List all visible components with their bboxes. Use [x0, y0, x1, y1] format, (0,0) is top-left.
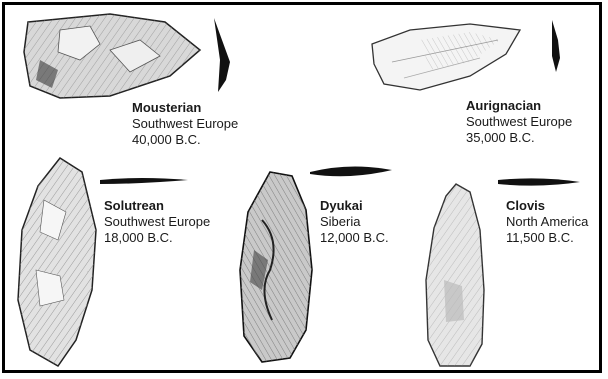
solutrean-region: Southwest Europe — [104, 214, 210, 230]
clovis-caption: Clovis North America 11,500 B.C. — [506, 198, 588, 246]
solutrean-caption: Solutrean Southwest Europe 18,000 B.C. — [104, 198, 210, 246]
aurignacian-region: Southwest Europe — [466, 114, 572, 130]
mousterian-name: Mousterian — [132, 100, 238, 116]
dyukai-date: 12,000 B.C. — [320, 230, 389, 246]
aurignacian-tool-drawing — [372, 24, 520, 90]
aurignacian-caption: Aurignacian Southwest Europe 35,000 B.C. — [466, 98, 572, 146]
aurignacian-name: Aurignacian — [466, 98, 572, 114]
dyukai-region: Siberia — [320, 214, 389, 230]
mousterian-tool-drawing — [24, 14, 200, 98]
clovis-name: Clovis — [506, 198, 588, 214]
solutrean-profile-icon — [100, 178, 188, 184]
clovis-tool-drawing — [426, 184, 484, 366]
clovis-date: 11,500 B.C. — [506, 230, 588, 246]
clovis-region: North America — [506, 214, 588, 230]
aurignacian-profile-icon — [552, 20, 560, 72]
aurignacian-date: 35,000 B.C. — [466, 130, 572, 146]
mousterian-caption: Mousterian Southwest Europe 40,000 B.C. — [132, 100, 238, 148]
solutrean-name: Solutrean — [104, 198, 210, 214]
solutrean-date: 18,000 B.C. — [104, 230, 210, 246]
solutrean-tool-drawing — [18, 158, 96, 366]
dyukai-profile-icon — [310, 166, 392, 176]
dyukai-name: Dyukai — [320, 198, 389, 214]
dyukai-tool-drawing — [240, 172, 312, 362]
mousterian-region: Southwest Europe — [132, 116, 238, 132]
mousterian-date: 40,000 B.C. — [132, 132, 238, 148]
clovis-profile-icon — [498, 178, 580, 185]
mousterian-profile-icon — [214, 18, 230, 92]
dyukai-caption: Dyukai Siberia 12,000 B.C. — [320, 198, 389, 246]
